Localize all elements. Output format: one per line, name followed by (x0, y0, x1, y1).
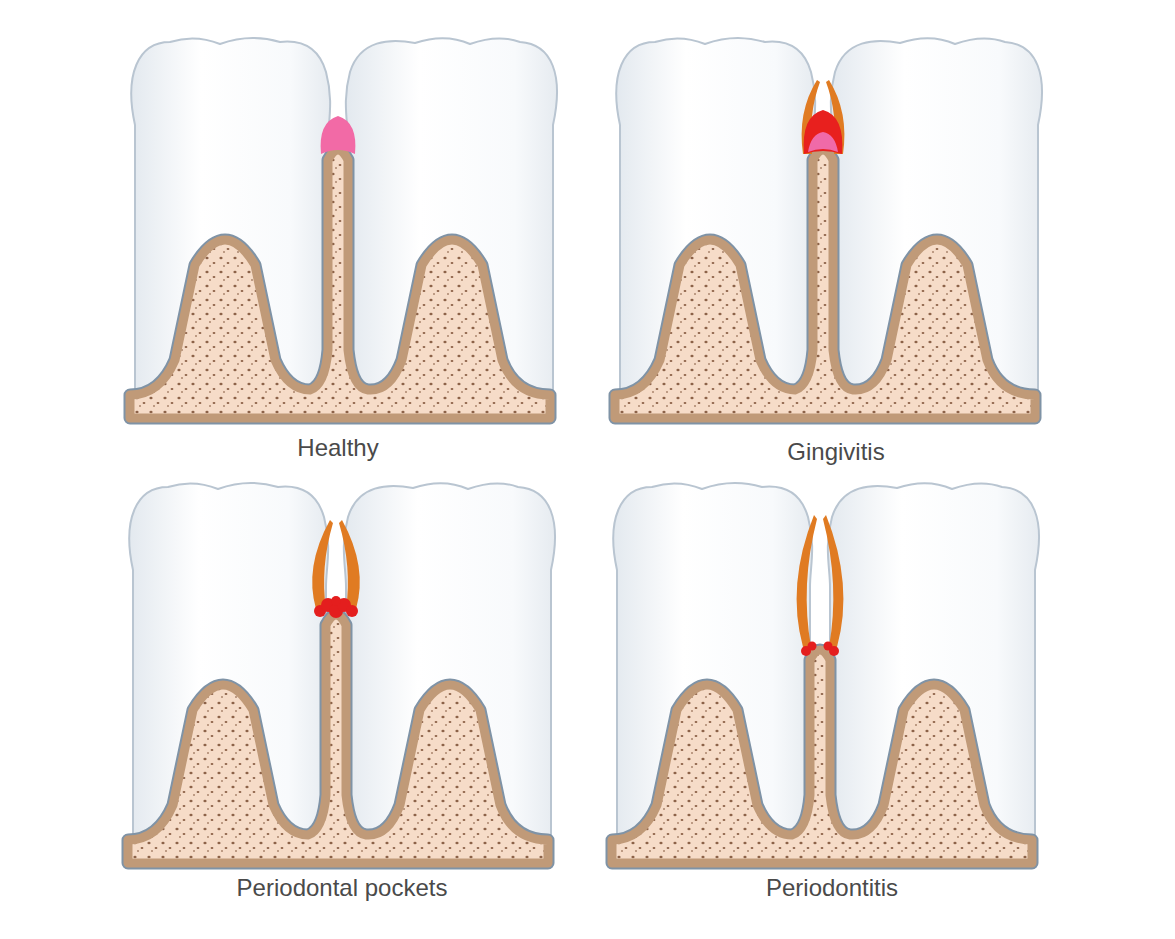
stage-label: Periodontal pockets (237, 874, 448, 902)
stage-label: Healthy (297, 434, 378, 462)
stage-label: Gingivitis (787, 438, 884, 466)
stage-label: Periodontitis (766, 874, 898, 902)
